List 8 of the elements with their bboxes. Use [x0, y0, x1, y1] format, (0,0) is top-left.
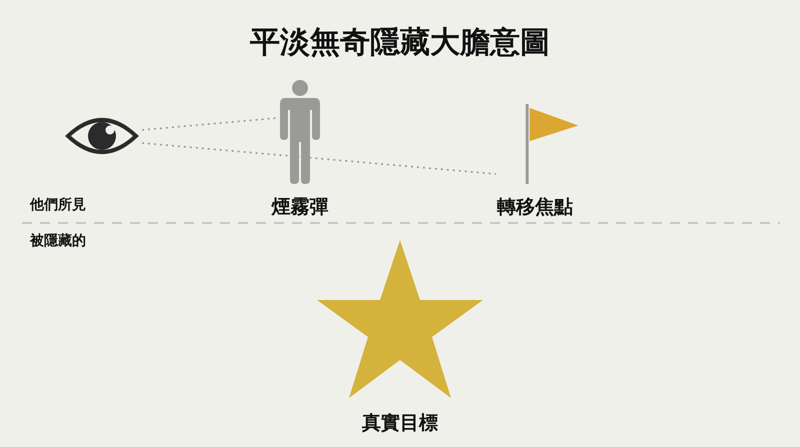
sight-line [142, 142, 496, 175]
node-caption: 轉移焦點 [497, 195, 573, 220]
sight-line [142, 117, 278, 131]
row-label: 他們所見 [30, 196, 86, 214]
row-label: 被隱藏的 [30, 232, 86, 250]
node-caption: 煙霧彈 [272, 195, 328, 220]
node-caption: 真實目標 [362, 411, 438, 436]
title: 平淡無奇隱藏大膽意圖 [249, 24, 551, 62]
